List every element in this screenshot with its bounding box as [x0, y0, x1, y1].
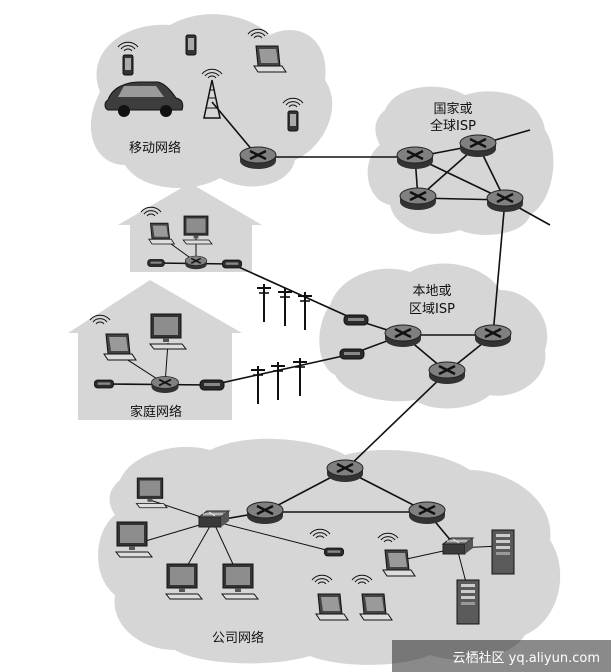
utility-pole-icon [297, 291, 313, 331]
utility-pole-icon [250, 365, 266, 405]
local-isp-label-line1: 本地或 [412, 284, 451, 299]
desktop-icon [149, 313, 187, 350]
server-icon [491, 529, 515, 575]
modem-icon [199, 379, 225, 391]
router-icon [245, 500, 285, 526]
local-isp-cloud [319, 263, 548, 409]
router-icon [238, 145, 278, 171]
local-isp-label-line2: 区域ISP [409, 302, 455, 317]
modem-icon [221, 259, 242, 269]
desktop-icon [115, 521, 153, 558]
modem-icon [147, 259, 165, 267]
router-icon [485, 188, 525, 214]
modem-icon [323, 547, 345, 557]
mobile-network-label: 移动网络 [129, 140, 181, 156]
modem-icon [339, 348, 365, 360]
enterprise-network-label: 公司网络 [212, 630, 264, 646]
router-icon [184, 255, 208, 270]
utility-pole-icon [277, 287, 293, 327]
router-icon [325, 458, 365, 484]
router-icon [458, 133, 498, 159]
phone-icon [185, 34, 197, 56]
global-isp-label-line1: 国家或 [433, 101, 472, 117]
global-isp-label-line2: 全球ISP [430, 118, 476, 134]
desktop-icon [165, 563, 203, 600]
utility-pole-icon [256, 283, 272, 323]
watermark: 云栖社区 yq.aliyun.com [453, 650, 600, 666]
phone-icon [122, 54, 134, 76]
desktop-icon [221, 563, 259, 600]
desktop-icon [182, 215, 213, 245]
watermark-band [392, 640, 611, 672]
router-icon [398, 186, 438, 212]
home-house-lower [68, 280, 242, 420]
router-icon [150, 375, 180, 394]
car-icon [104, 81, 184, 117]
utility-pole-icon [270, 361, 286, 401]
router-icon [427, 360, 467, 386]
phone-icon [287, 110, 299, 132]
router-icon [395, 145, 435, 171]
server-icon [456, 579, 480, 625]
router-icon [473, 323, 513, 349]
cell-tower-icon [203, 79, 221, 119]
router-icon [383, 323, 423, 349]
modem-icon [93, 379, 114, 389]
router-icon [407, 500, 447, 526]
home-network-label: 家庭网络 [130, 404, 182, 420]
modem-icon [343, 314, 369, 326]
desktop-icon [135, 477, 168, 509]
